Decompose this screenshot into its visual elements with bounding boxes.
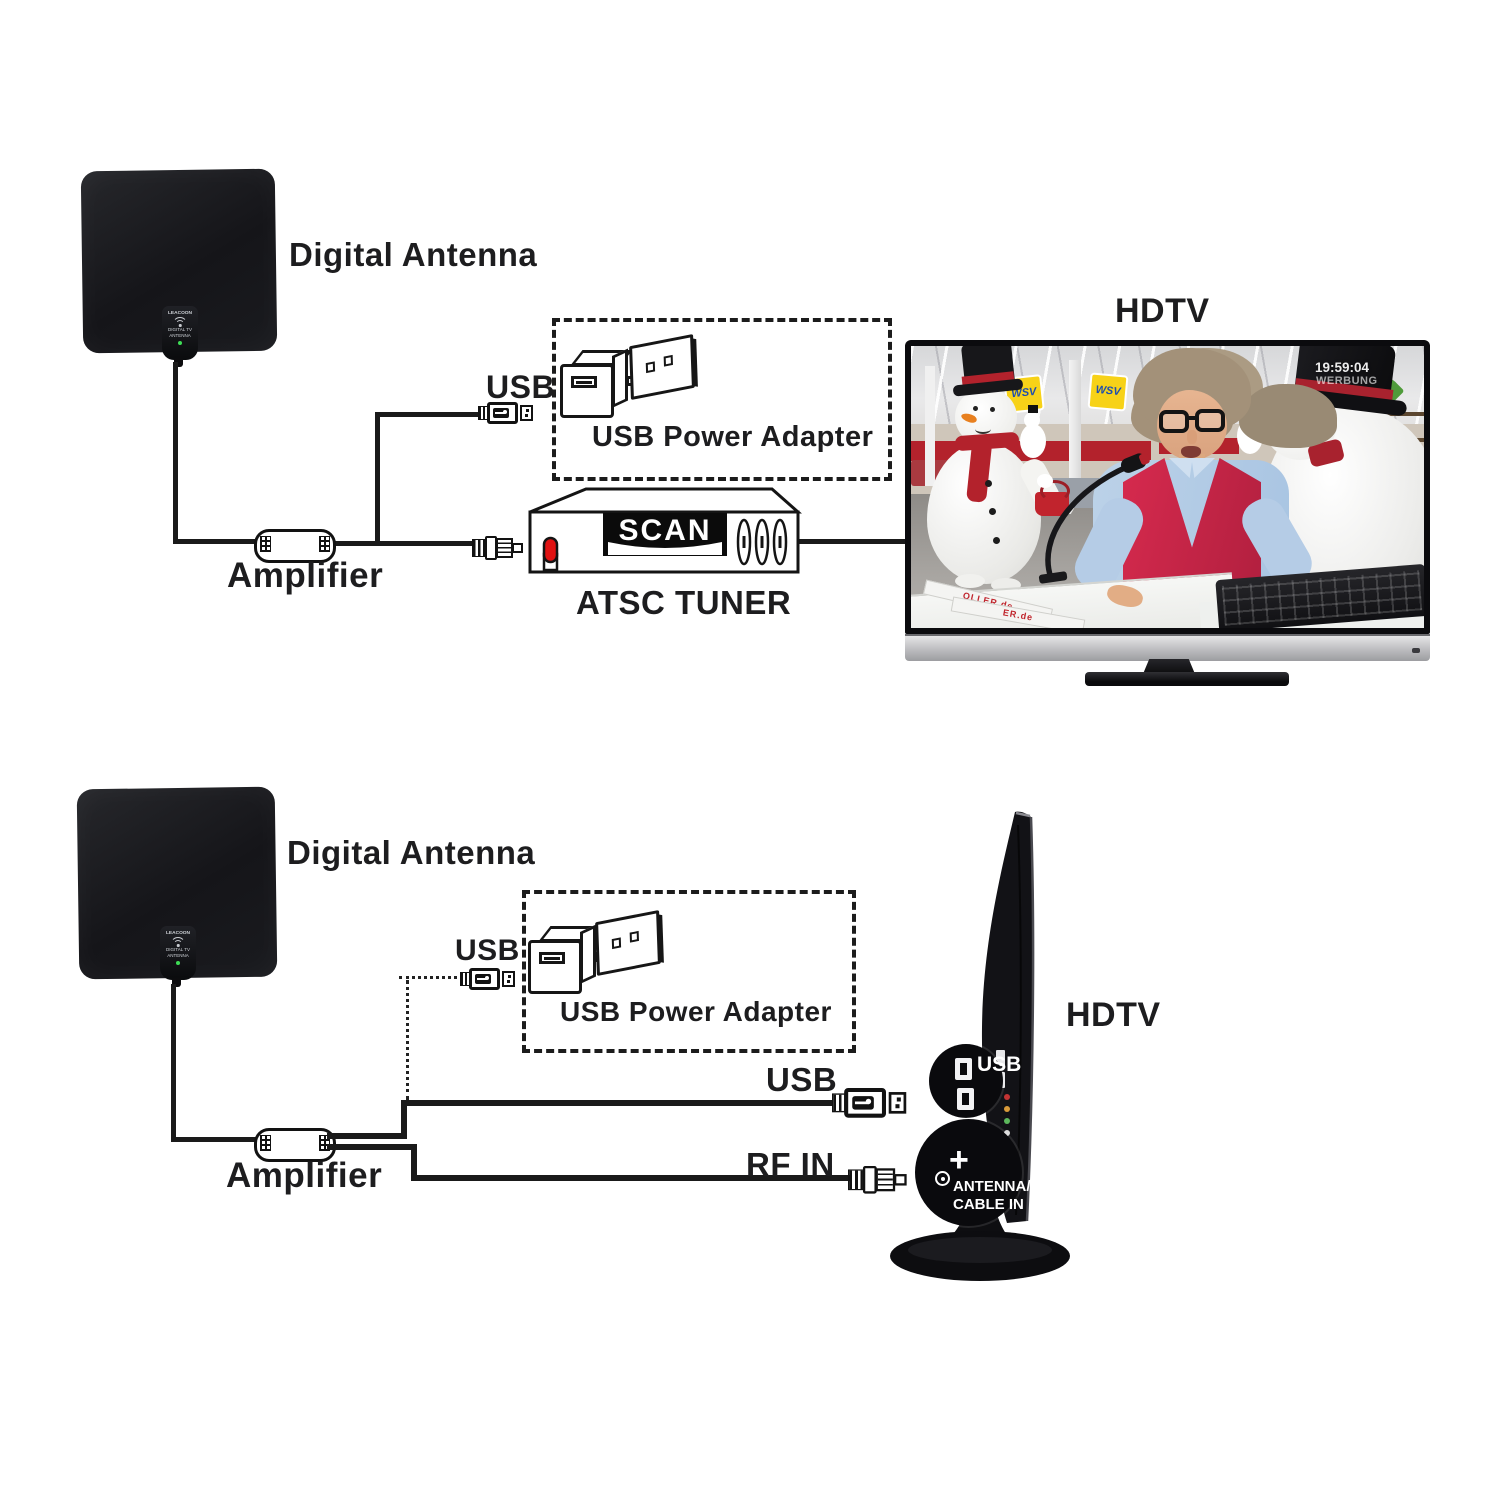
rf-in-label: RF IN <box>746 1146 835 1183</box>
power-adapter-label: USB Power Adapter <box>560 996 832 1027</box>
amp-to-coax-wire <box>328 541 475 546</box>
pillar <box>1069 360 1081 490</box>
usb-line-seg3 <box>401 1100 832 1106</box>
usb-plug-icon <box>478 402 533 424</box>
coax-port-icon <box>935 1171 950 1186</box>
hdtv-label: HDTV <box>1115 292 1210 330</box>
tuner-scan-text: SCAN <box>618 514 711 547</box>
usb-branch-vertical <box>375 412 380 545</box>
usb-plug-icon <box>460 968 515 990</box>
dotted-power-line-vertical <box>406 980 409 1100</box>
tv-speaker-bar <box>905 634 1430 661</box>
antenna-label: Digital Antenna <box>289 236 538 273</box>
amplifier-label: Amplifier <box>226 1156 383 1195</box>
nose <box>1187 430 1197 444</box>
tuner-label: ATSC TUNER <box>576 584 792 621</box>
usb-plug-icon <box>832 1088 907 1118</box>
plus-sign: + <box>949 1141 969 1179</box>
tuner-buttons <box>736 518 788 566</box>
tv-screen: WSV WSV <box>911 346 1424 628</box>
usb-line-seg2 <box>401 1100 407 1139</box>
antenna-tag: LEACOON DIGITAL TV ANTENNA <box>160 926 196 980</box>
tv-usb-ports-label: USB <box>977 1053 1022 1076</box>
tag-led-dot <box>178 341 182 345</box>
antenna-cable-vertical <box>173 362 178 544</box>
wall-outlet-icon <box>629 333 695 401</box>
antenna-cable-vertical <box>171 984 176 1142</box>
coax-plug-icon <box>472 536 524 560</box>
glasses-right-lens <box>1195 409 1225 432</box>
antenna-brand: LEACOON <box>168 310 192 316</box>
glasses-bridge <box>1187 416 1197 420</box>
antenna-tag: LEACOON DIGITAL TV ANTENNA <box>162 306 198 360</box>
usb-branch-horizontal <box>378 412 478 417</box>
wifi-icon <box>170 937 186 947</box>
amplifier-label: Amplifier <box>227 556 384 595</box>
antenna-cable-horizontal <box>171 1137 258 1142</box>
amplifier-device <box>254 529 336 563</box>
antenna-tag-line2: ANTENNA <box>169 333 191 339</box>
coax-plug-icon <box>848 1166 908 1194</box>
atsc-tuner-device: SCAN <box>528 487 802 574</box>
antenna-in-callout: + ANTENNA/ CABLE IN <box>915 1119 1031 1226</box>
snowman-mouth <box>975 424 991 434</box>
usb-port <box>957 1088 974 1110</box>
wifi-icon <box>172 317 188 327</box>
basket-handle <box>1040 480 1070 502</box>
rf-line-seg1 <box>327 1144 417 1150</box>
small-snowman-hat <box>1028 405 1038 413</box>
antenna-in-label-line2: CABLE IN <box>953 1196 1024 1213</box>
usb-power-adapter-box: USB Power Adapter <box>552 318 892 481</box>
snowman-buttons <box>985 480 992 487</box>
usb-line-label: USB <box>766 1061 838 1098</box>
rf-line-seg2 <box>411 1144 417 1181</box>
antenna-cable-stem <box>172 978 181 987</box>
mouth <box>1181 446 1201 458</box>
antenna-cable-horizontal <box>173 539 257 544</box>
power-adapter-icon <box>528 924 608 1029</box>
sale-sign: WSV <box>1087 372 1129 412</box>
amplifier-device <box>254 1128 336 1162</box>
usb-line-seg1 <box>327 1133 407 1139</box>
wall-outlet-icon <box>595 909 661 977</box>
snowman-mitt <box>1037 474 1053 488</box>
tuner-to-tv-wire <box>793 539 908 544</box>
antenna-tag-line1: DIGITAL TV <box>166 947 190 953</box>
usb-label: USB <box>455 934 520 967</box>
tuner-led <box>542 536 559 564</box>
antenna-brand: LEACOON <box>166 930 190 936</box>
usb-power-adapter-box: USB Power Adapter <box>522 890 856 1053</box>
power-adapter-label: USB Power Adapter <box>592 421 874 453</box>
osd-caption: WERBUNG <box>1316 375 1378 387</box>
hdtv-label: HDTV <box>1066 996 1161 1034</box>
tv-stand-base <box>1085 672 1289 686</box>
distant-snowman-body <box>1237 418 1263 454</box>
tag-led-dot <box>176 961 180 965</box>
small-snowman-body <box>1020 424 1046 458</box>
pillar <box>925 366 935 486</box>
antenna-in-label-line1: ANTENNA/ <box>953 1178 1031 1195</box>
power-indicator <box>1412 648 1420 653</box>
osd-clock: 19:59:04 <box>1315 360 1370 375</box>
snowman-eyes <box>973 406 978 411</box>
usb-label: USB <box>486 369 556 405</box>
antenna-label: Digital Antenna <box>287 834 536 871</box>
usb-ports-callout <box>929 1044 1003 1118</box>
tv-stand-neck <box>1143 659 1195 674</box>
keyboard-keys <box>1221 570 1423 626</box>
antenna-tag-line2: ANTENNA <box>167 953 189 959</box>
rf-line-seg3 <box>411 1175 852 1181</box>
glasses-left-lens <box>1159 410 1189 433</box>
microphone <box>1038 452 1150 584</box>
dotted-power-line-horizontal <box>399 976 463 979</box>
antenna-cable-stem <box>174 358 183 367</box>
usb-port <box>955 1058 972 1080</box>
snowman-feet <box>955 574 985 588</box>
antenna-tag-line1: DIGITAL TV <box>168 327 192 333</box>
